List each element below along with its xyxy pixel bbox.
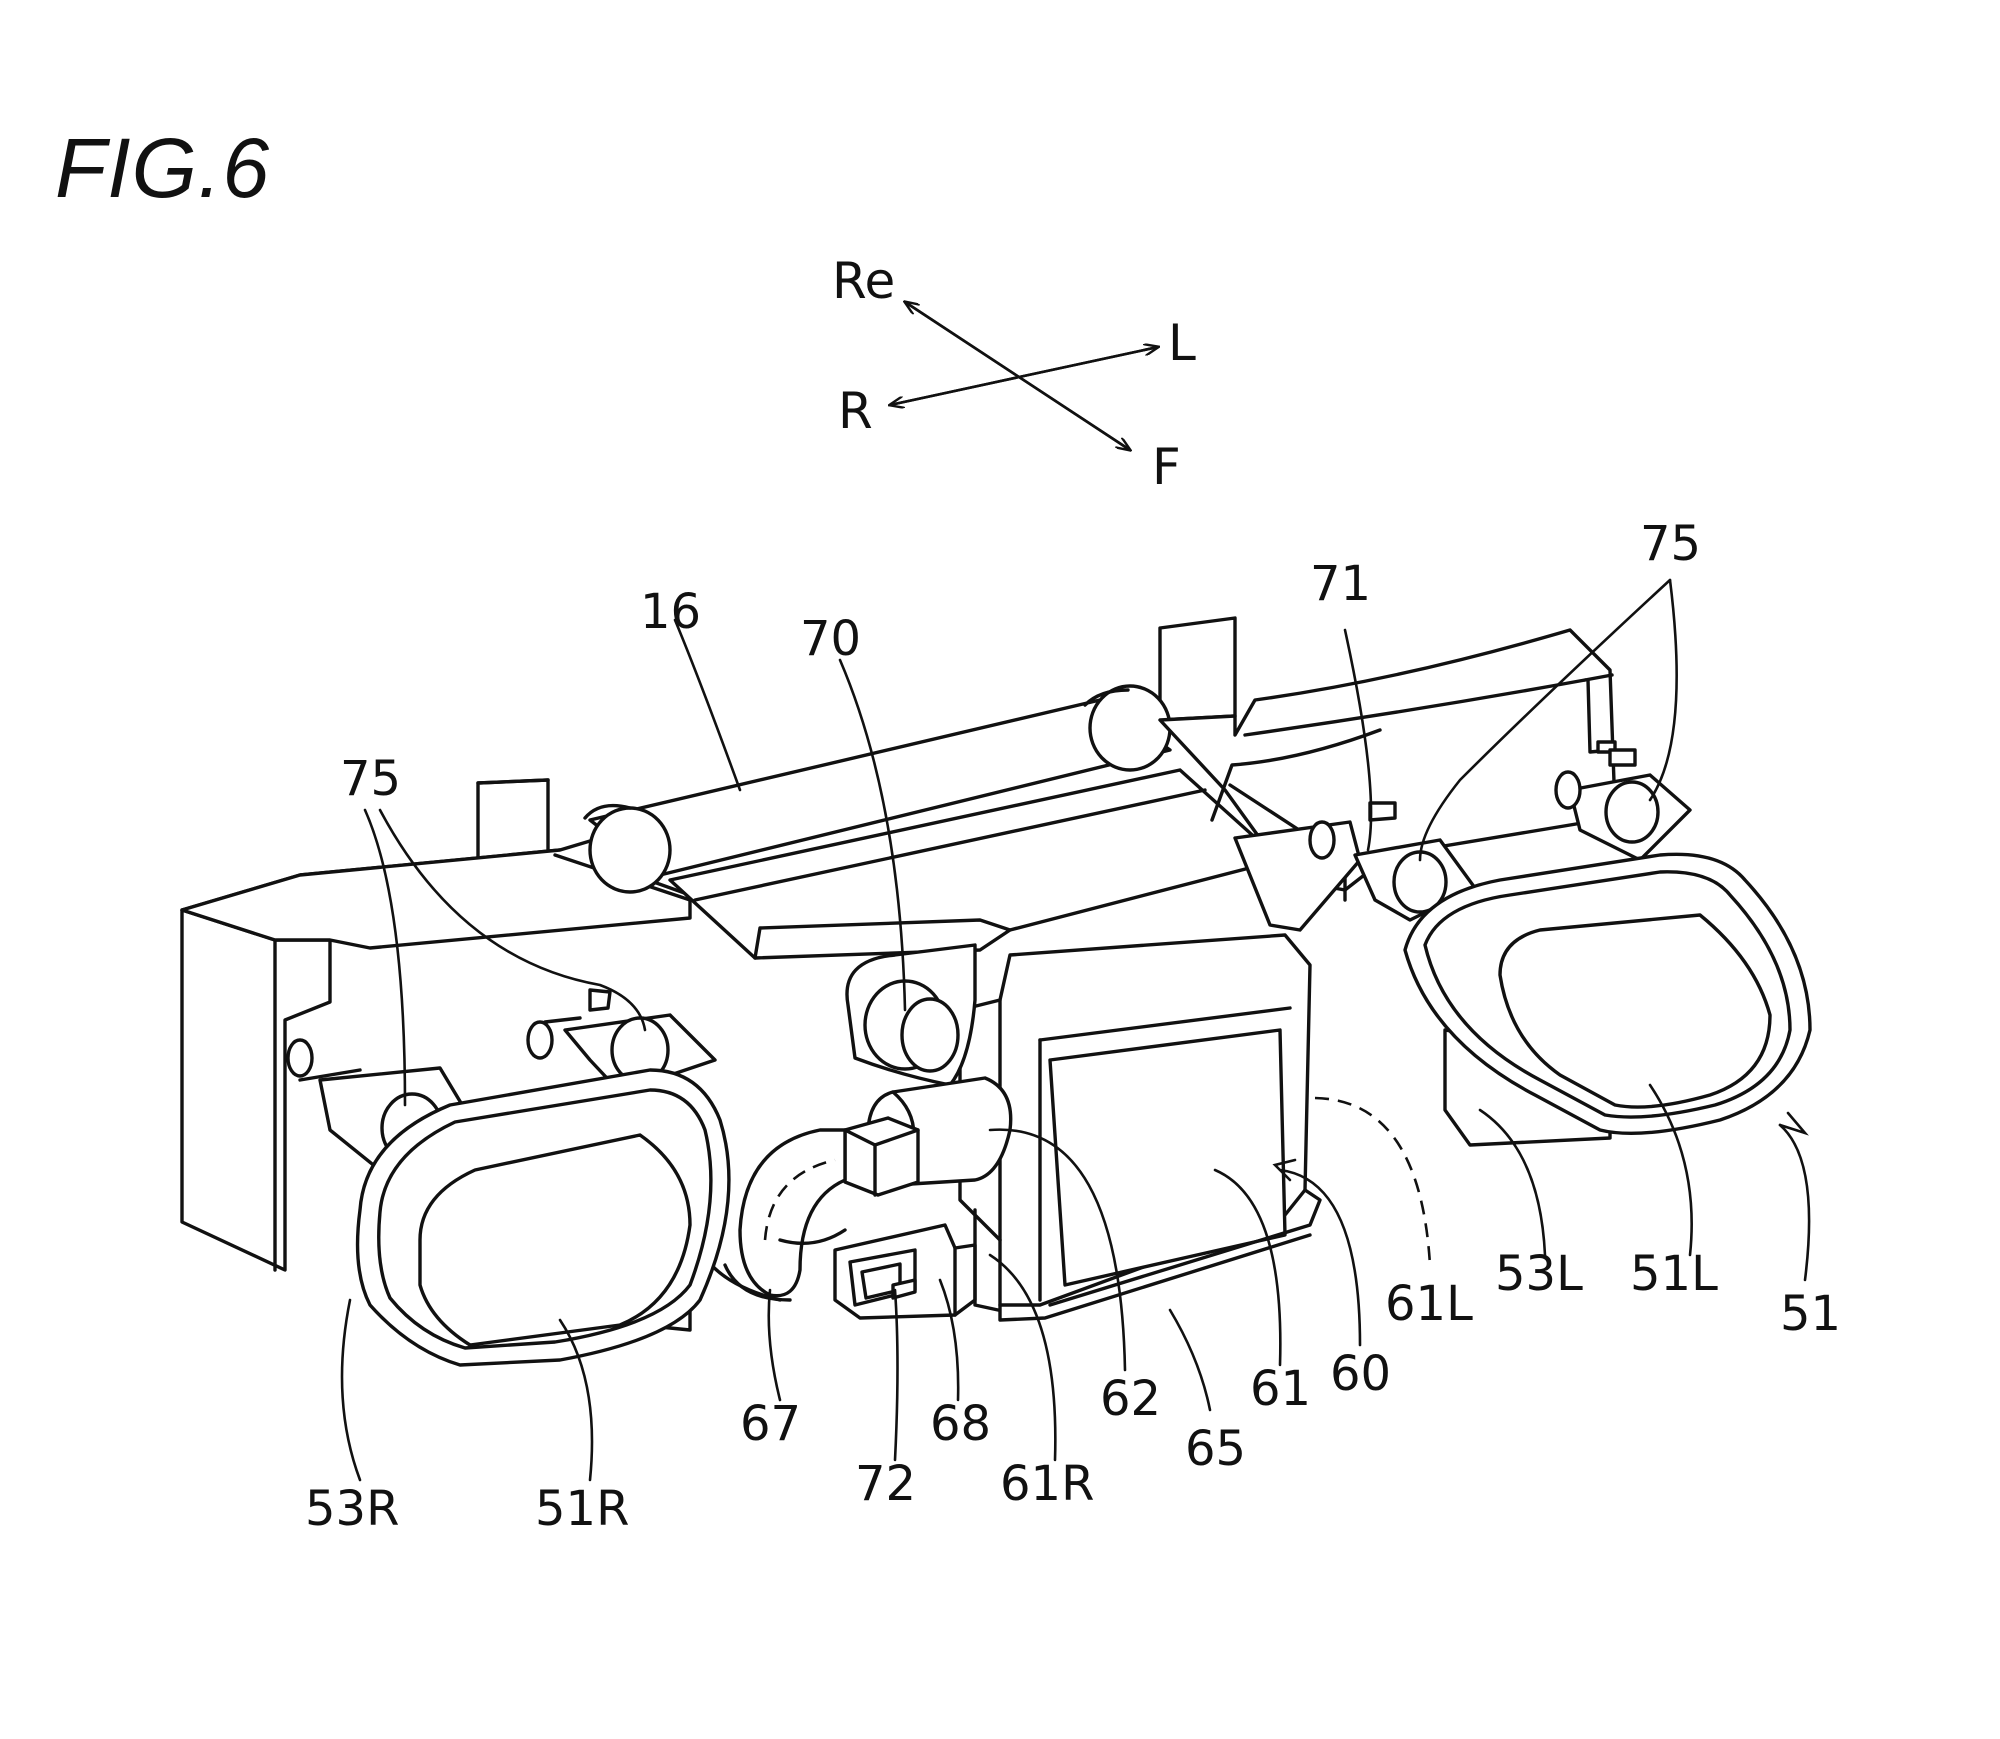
dir-left-label: L xyxy=(1168,314,1196,372)
reference-labels: 16 70 71 75 75 53R 51R 67 72 68 61R 62 6… xyxy=(305,516,1841,1537)
leader-lines xyxy=(340,578,1811,1482)
label-61L: 61L xyxy=(1385,1276,1473,1332)
pivot-70 xyxy=(900,997,960,1073)
unit-assembly xyxy=(180,616,1812,1367)
label-51: 51 xyxy=(1780,1286,1841,1342)
hidden-outline-61L xyxy=(1314,1096,1432,1266)
shaft-end-left xyxy=(588,806,672,894)
direction-indicator: Re L R F xyxy=(832,252,1196,496)
clip-left-2 xyxy=(588,988,612,1012)
label-75-left: 75 xyxy=(340,751,401,807)
label-67: 67 xyxy=(740,1396,801,1452)
label-16: 16 xyxy=(640,584,701,640)
right-tab xyxy=(1158,616,1237,722)
label-68: 68 xyxy=(930,1396,991,1452)
label-61: 61 xyxy=(1250,1361,1311,1417)
label-51L: 51L xyxy=(1630,1246,1718,1302)
label-62: 62 xyxy=(1100,1371,1161,1427)
dir-front-label: F xyxy=(1152,438,1181,496)
right-bracket xyxy=(1233,820,1362,932)
label-61R: 61R xyxy=(1000,1456,1094,1512)
label-65: 65 xyxy=(1185,1421,1246,1477)
label-53R: 53R xyxy=(305,1481,399,1537)
label-60: 60 xyxy=(1330,1346,1391,1402)
pipe-67 xyxy=(738,1128,847,1298)
lamp-51R xyxy=(355,1068,731,1367)
pin-75-right-b xyxy=(1604,780,1660,844)
figure-title: FIG.6 xyxy=(55,121,271,215)
label-70: 70 xyxy=(800,611,861,667)
arrow-rear xyxy=(905,302,1131,452)
dir-rear-label: Re xyxy=(832,252,895,310)
label-75-right: 75 xyxy=(1640,516,1701,572)
connector-68 xyxy=(843,1116,920,1197)
shaft-end-right xyxy=(1088,684,1172,772)
arrow-right xyxy=(890,345,1159,405)
label-71: 71 xyxy=(1310,556,1371,612)
box-face xyxy=(1048,1028,1287,1287)
label-53L: 53L xyxy=(1495,1246,1583,1302)
label-51R: 51R xyxy=(535,1481,629,1537)
dir-right-label: R xyxy=(838,382,873,440)
label-72: 72 xyxy=(855,1456,916,1512)
